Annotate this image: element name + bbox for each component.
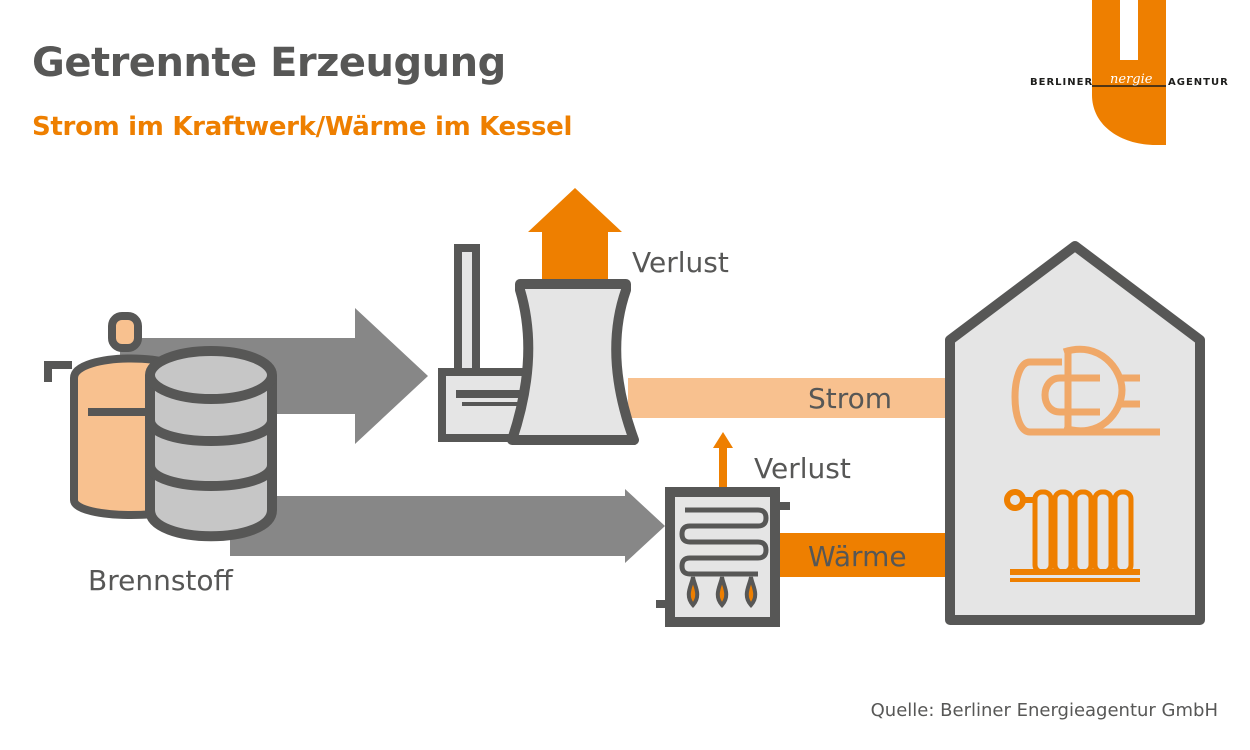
power-plant-loss-label: Verlust xyxy=(632,246,729,279)
fuel-to-boiler-arrow xyxy=(230,489,665,563)
berliner-energieagentur-logo: BERLINER nergie AGENTUR xyxy=(1020,0,1230,145)
logo-mark xyxy=(1092,0,1166,145)
power-plant-loss-arrow xyxy=(528,188,622,288)
power-plug-icon xyxy=(1011,345,1160,436)
boiler-loss-label: Verlust xyxy=(754,452,851,485)
radiator-icon xyxy=(1004,489,1140,582)
fuel-label: Brennstoff xyxy=(88,564,234,597)
oil-barrel-icon xyxy=(145,346,277,542)
logo-text-middle: nergie xyxy=(1110,72,1153,87)
power-plant-icon xyxy=(438,244,639,445)
logo-text-left: BERLINER xyxy=(1030,77,1094,88)
boiler-icon xyxy=(656,487,790,627)
page-subtitle: Strom im Kraftwerk/Wärme im Kessel xyxy=(32,112,573,142)
electricity-label: Strom xyxy=(808,382,892,415)
heat-label: Wärme xyxy=(808,540,907,573)
page-title: Getrennte Erzeugung xyxy=(32,40,506,86)
source-credit: Quelle: Berliner Energieagentur GmbH xyxy=(870,700,1218,721)
electricity-arrow xyxy=(628,363,1002,433)
logo-text-right: AGENTUR xyxy=(1168,77,1229,88)
